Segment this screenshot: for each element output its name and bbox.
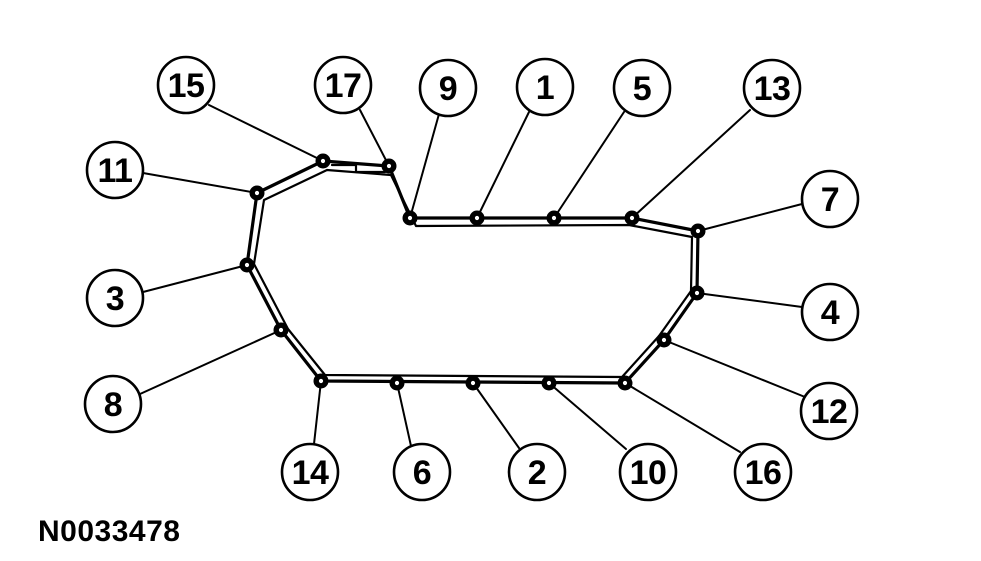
callout-label-7: 7 xyxy=(821,181,839,219)
leader-line-10 xyxy=(548,382,627,450)
leader-line-16 xyxy=(624,382,741,453)
callout-circle-7[interactable] xyxy=(800,169,860,229)
callout-9[interactable]: 9 xyxy=(418,58,478,118)
callout-3[interactable]: 3 xyxy=(85,268,145,328)
callout-7[interactable]: 7 xyxy=(800,169,860,229)
bolt-1 xyxy=(469,210,485,226)
callout-label-17: 17 xyxy=(325,67,362,105)
leader-line-1 xyxy=(476,111,530,219)
callout-circle-13[interactable] xyxy=(742,58,802,118)
callout-circle-10[interactable] xyxy=(618,442,678,502)
callout-circle-15[interactable] xyxy=(156,55,216,115)
bolt-8 xyxy=(273,322,289,338)
callout-circle-9[interactable] xyxy=(418,58,478,118)
callout-circle-17[interactable] xyxy=(313,55,373,115)
callout-label-15: 15 xyxy=(168,67,205,105)
callout-14[interactable]: 14 xyxy=(280,442,340,502)
bolt-11 xyxy=(249,185,265,201)
leader-line-7 xyxy=(697,203,803,232)
callout-circle-12[interactable] xyxy=(799,381,859,441)
callout-circle-6[interactable] xyxy=(392,442,452,502)
callout-15[interactable]: 15 xyxy=(156,55,216,115)
callout-10[interactable]: 10 xyxy=(618,442,678,502)
bolt-17 xyxy=(381,158,397,174)
bolt-13 xyxy=(624,210,640,226)
gasket-notch-detail xyxy=(330,163,387,174)
callout-4[interactable]: 4 xyxy=(800,282,860,342)
callout-11[interactable]: 11 xyxy=(85,140,145,200)
bolt-14 xyxy=(313,373,329,389)
leader-lines-group xyxy=(139,104,806,453)
bolt-holes-group xyxy=(239,153,706,391)
callout-1[interactable]: 1 xyxy=(515,57,575,117)
bolt-16 xyxy=(617,375,633,391)
callout-label-2: 2 xyxy=(528,454,546,492)
callout-label-13: 13 xyxy=(754,70,791,108)
leader-line-14 xyxy=(313,380,322,445)
callout-label-6: 6 xyxy=(413,454,431,492)
figure-id-label: N0033478 xyxy=(38,515,180,548)
leader-line-17 xyxy=(359,109,390,167)
bolt-15 xyxy=(315,153,331,169)
bolt-10 xyxy=(541,375,557,391)
leader-line-5 xyxy=(553,111,625,219)
gasket-outer-edge xyxy=(245,159,700,385)
callout-circle-11[interactable] xyxy=(85,140,145,200)
leader-line-15 xyxy=(208,104,324,162)
leader-line-3 xyxy=(142,264,248,293)
callout-8[interactable]: 8 xyxy=(83,374,143,434)
callout-5[interactable]: 5 xyxy=(612,58,672,118)
bolt-4 xyxy=(689,285,705,301)
leader-line-13 xyxy=(631,109,751,219)
leader-line-9 xyxy=(409,113,440,219)
bolt-5 xyxy=(546,210,562,226)
callout-label-14: 14 xyxy=(292,454,329,492)
callout-label-16: 16 xyxy=(745,454,782,492)
callout-17[interactable]: 17 xyxy=(313,55,373,115)
callout-circle-8[interactable] xyxy=(83,374,143,434)
leader-line-4 xyxy=(696,292,803,308)
callout-circle-3[interactable] xyxy=(85,268,145,328)
leader-line-11 xyxy=(142,172,258,194)
leader-line-2 xyxy=(472,382,520,449)
callout-12[interactable]: 12 xyxy=(799,381,859,441)
callout-circle-14[interactable] xyxy=(280,442,340,502)
callout-16[interactable]: 16 xyxy=(733,442,793,502)
callout-13[interactable]: 13 xyxy=(742,58,802,118)
gasket-outline-group xyxy=(245,159,700,385)
bolt-12 xyxy=(656,332,672,348)
callout-circle-1[interactable] xyxy=(515,57,575,117)
callout-label-8: 8 xyxy=(104,386,122,424)
callout-label-5: 5 xyxy=(633,70,651,108)
bolt-6 xyxy=(389,375,405,391)
leader-line-12 xyxy=(663,339,806,398)
callout-circle-4[interactable] xyxy=(800,282,860,342)
callout-label-3: 3 xyxy=(106,280,124,318)
leader-line-6 xyxy=(396,382,412,447)
callout-label-12: 12 xyxy=(811,393,848,431)
bolt-2 xyxy=(465,375,481,391)
gasket-inner-edge xyxy=(252,168,694,379)
callout-6[interactable]: 6 xyxy=(392,442,452,502)
callout-circle-16[interactable] xyxy=(733,442,793,502)
leader-line-8 xyxy=(139,329,282,395)
callout-2[interactable]: 2 xyxy=(507,442,567,502)
bolt-3 xyxy=(239,257,255,273)
bolt-7 xyxy=(690,223,706,239)
bolt-9 xyxy=(402,210,418,226)
callout-label-9: 9 xyxy=(439,70,457,108)
callout-circle-5[interactable] xyxy=(612,58,672,118)
callout-label-1: 1 xyxy=(536,69,554,107)
callout-circle-2[interactable] xyxy=(507,442,567,502)
callout-label-11: 11 xyxy=(98,152,133,190)
callout-label-10: 10 xyxy=(630,454,667,492)
callout-label-4: 4 xyxy=(821,294,840,332)
